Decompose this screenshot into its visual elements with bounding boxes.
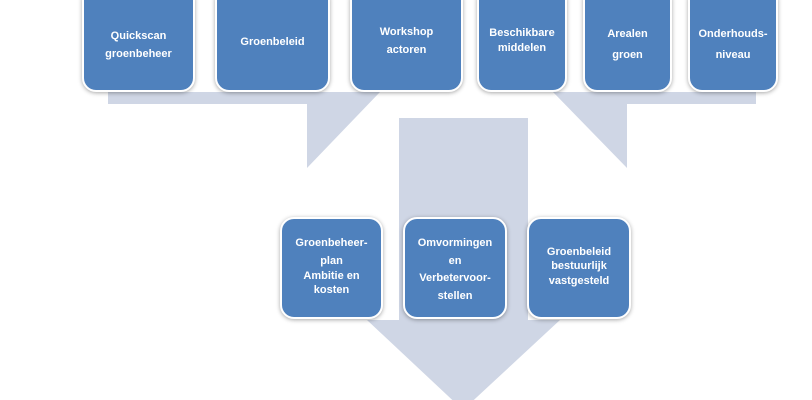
right-bracket-arrow bbox=[553, 92, 756, 168]
box-arealen-groen: Arealen groen bbox=[583, 0, 672, 92]
box-workshop-actoren: Workshop actoren bbox=[350, 0, 463, 92]
box-label: niveau bbox=[715, 48, 751, 61]
box-beschikbare-middelen: Beschikbare middelen bbox=[477, 0, 567, 92]
box-quickscan-groenbeheer: Quickscan groenbeheer bbox=[82, 0, 195, 92]
box-label: Ambitie en bbox=[303, 270, 360, 283]
box-omvormingen: Omvormingen en Verbetervoor- stellen bbox=[403, 217, 507, 319]
box-label: plan bbox=[320, 254, 343, 267]
box-groenbeleid: Groenbeleid bbox=[215, 0, 330, 92]
box-label: kosten bbox=[313, 284, 350, 297]
box-label: Verbetervoor- bbox=[419, 272, 491, 285]
box-label: Onderhouds- bbox=[698, 28, 768, 40]
box-label: Groenbeleid bbox=[546, 246, 612, 258]
box-label: vastgesteld bbox=[548, 274, 610, 287]
box-label: Omvormingen bbox=[417, 237, 493, 249]
box-label: middelen bbox=[497, 41, 547, 54]
box-label: Workshop bbox=[379, 26, 434, 38]
box-label: stellen bbox=[437, 289, 473, 302]
box-label: Groenbeleid bbox=[240, 36, 305, 48]
box-groenbeleid-vastgesteld: Groenbeleid bestuurlijk vastgesteld bbox=[527, 217, 631, 319]
box-label: bestuurlijk bbox=[551, 260, 607, 273]
box-groenbeheerplan: Groenbeheer- plan Ambitie en kosten bbox=[280, 217, 383, 319]
box-label: Groenbeheer- bbox=[295, 237, 368, 249]
box-label: actoren bbox=[386, 43, 427, 56]
box-label: en bbox=[448, 254, 462, 267]
box-label: groen bbox=[612, 48, 643, 61]
left-bracket-arrow bbox=[108, 92, 380, 168]
box-label: Quickscan bbox=[110, 30, 167, 42]
box-label: Arealen bbox=[607, 28, 648, 40]
box-label: groenbeheer bbox=[105, 47, 172, 60]
box-onderhoudsniveau: Onderhouds- niveau bbox=[688, 0, 778, 92]
box-label: Beschikbare bbox=[489, 27, 555, 39]
